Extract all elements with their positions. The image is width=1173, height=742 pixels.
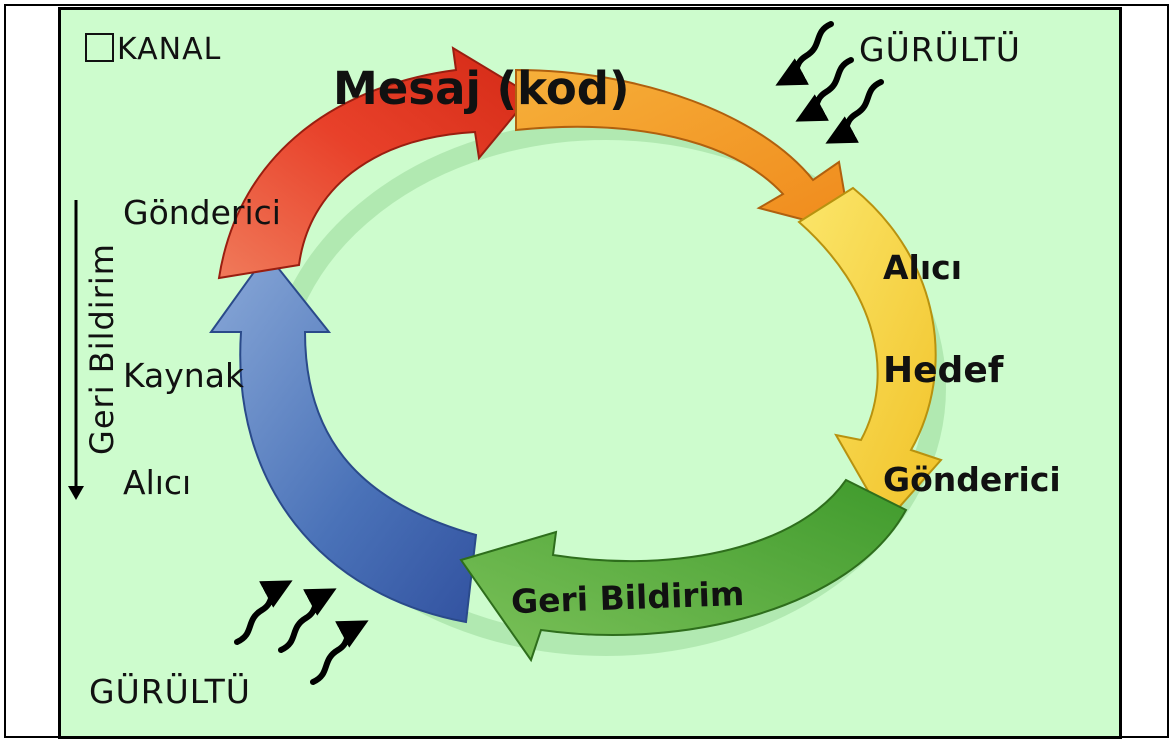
- noise-squiggle-bottom-icon: [234, 580, 369, 685]
- sender-right-label: Gönderici: [883, 460, 1061, 499]
- communication-cycle-slide: KANAL GÜRÜLTÜ GÜRÜLTÜ Mesaj (kod) Gönder…: [58, 7, 1122, 739]
- cycle-diagram: [68, 21, 946, 685]
- target-label: Hedef: [883, 350, 1004, 391]
- sender-left-label: Gönderici: [123, 193, 281, 232]
- message-label: Mesaj (kod): [333, 62, 630, 115]
- channel-label: KANAL: [117, 32, 222, 67]
- blue-arrow: [209, 252, 478, 624]
- noise-squiggle-top-icon: [775, 21, 884, 144]
- noise-bottom-label: GÜRÜLTÜ: [89, 672, 251, 711]
- channel-title: KANAL: [85, 32, 221, 67]
- green-arrow: [459, 478, 908, 663]
- receiver-right-label: Alıcı: [883, 248, 963, 287]
- checkbox-icon: [85, 33, 114, 62]
- source-label: Kaynak: [123, 356, 245, 395]
- yellow-arrow: [797, 186, 943, 524]
- feedback-vertical-label: Geri Bildirim: [83, 243, 121, 455]
- down-arrow-icon: [68, 200, 84, 500]
- feedback-arrow-label: Geri Bildirim: [510, 573, 745, 622]
- red-arrow: [217, 46, 533, 280]
- noise-top-label: GÜRÜLTÜ: [859, 30, 1021, 69]
- receiver-left-label: Alıcı: [123, 463, 192, 502]
